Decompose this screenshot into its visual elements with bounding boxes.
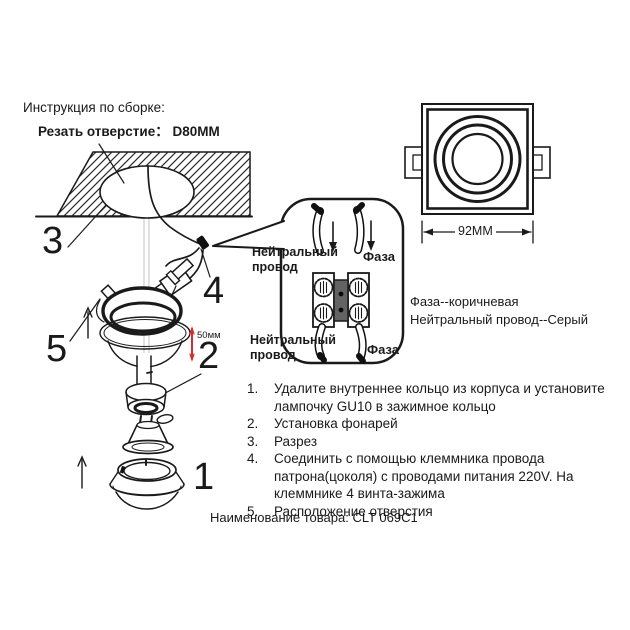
phase-color-legend: Фаза--коричневая [410, 294, 519, 309]
part-number-1: 1 [193, 456, 215, 498]
fixture-top-view [404, 103, 551, 215]
product-name: Наименование товара: CLT 069C1 [210, 510, 418, 525]
step-2: 2. Установка фонарей [247, 415, 621, 433]
step-4-number: 4. [247, 451, 259, 466]
step-5-number: 5. [247, 503, 259, 519]
leader-number-5 [69, 298, 101, 342]
spring-left [95, 299, 105, 323]
step-2-number: 2. [247, 416, 259, 431]
step-1: 1. Удалите внутреннее кольцо из корпуса … [247, 380, 621, 415]
part-number-3: 3 [42, 220, 64, 262]
up-arrow-bottom [77, 455, 87, 489]
step-4: 4. Соединить с помощью клеммника провода… [247, 450, 621, 503]
assembly-title: Инструкция по сборке: [23, 100, 165, 115]
insert-arrows [329, 220, 375, 252]
terminal-block [312, 272, 370, 328]
wiring-callout-balloon [212, 197, 405, 365]
socket-wires-bottom [314, 323, 367, 364]
neutral-wire-label-bottom: Нейтральный провод [250, 333, 336, 362]
part-number-4: 4 [203, 270, 225, 312]
width-dimension-label: 92MM [455, 224, 496, 238]
part-number-5: 5 [46, 328, 68, 370]
depth-dimension-label: 50мм [197, 330, 221, 341]
step-5-text: Расположение отверстия [274, 503, 433, 519]
mains-wires-top [311, 202, 365, 255]
socket-holder [125, 353, 167, 424]
mounting-ring [95, 257, 195, 368]
up-arrow-mid [83, 306, 93, 339]
step-3-text: Разрез [274, 433, 318, 449]
neutral-wire-label-top: Нейтральный провод [252, 245, 338, 274]
gu10-bulb [122, 414, 174, 455]
step-1-text: Удалите внутреннее кольцо из корпуса и у… [274, 381, 605, 414]
step-1-number: 1. [247, 381, 259, 396]
ceiling-cutaway [35, 151, 253, 219]
part-number-2: 2 [198, 335, 220, 377]
cut-hole-note: Резать отверстие： D80MM [38, 124, 220, 139]
neutral-color-legend: Нейтральный провод--Серый [410, 312, 588, 327]
wire-connector [196, 235, 209, 250]
clip-right [165, 257, 195, 286]
cut-hole [99, 165, 195, 219]
trim-ellipse [156, 414, 174, 424]
inner-ring [109, 458, 185, 510]
instruction-steps: 1. Удалите внутреннее кольцо из корпуса … [247, 380, 621, 520]
step-2-text: Установка фонарей [274, 416, 398, 431]
step-5: 5. Расположение отверстия [247, 503, 621, 521]
terminal-screws [313, 277, 369, 323]
phase-wire-label-bottom: Фаза [367, 342, 400, 357]
phase-wire-label-top: Фаза [363, 249, 396, 264]
step-4-text: Соединить с помощью клеммника провода па… [274, 451, 574, 501]
step-3: 3. Разрез [247, 433, 621, 451]
leader-cut-hole [98, 143, 125, 184]
dimension-50mm [189, 326, 195, 362]
step-3-number: 3. [247, 433, 259, 449]
leader-number-3 [67, 204, 107, 248]
